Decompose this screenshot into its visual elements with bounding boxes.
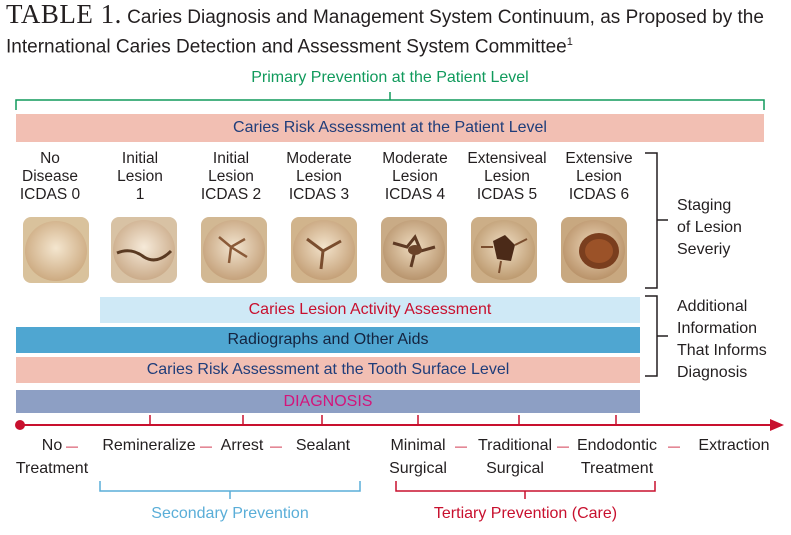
diagnosis-bar: DIAGNOSIS bbox=[16, 390, 640, 413]
continuum-ticks bbox=[149, 415, 617, 425]
tooth-image-icdas-1 bbox=[111, 217, 177, 283]
radiographs-label: Radiographs and Other Aids bbox=[227, 331, 429, 348]
tooth-image-icdas-0 bbox=[23, 217, 89, 283]
continuum-remineralize: Remineralize bbox=[102, 437, 196, 454]
tertiary-prevention-label: Tertiary Prevention (Care) bbox=[433, 505, 618, 522]
primary-bracket bbox=[15, 99, 765, 110]
diagnosis-label: DIAGNOSIS bbox=[283, 392, 373, 410]
staging-label: Staging of Lesion Severiy bbox=[677, 197, 742, 258]
continuum-arrow-icon: — bbox=[270, 439, 282, 453]
tooth-image-icdas-4 bbox=[381, 217, 447, 283]
radiographs-bar: Radiographs and Other Aids bbox=[16, 327, 640, 353]
patient-risk-label: Caries Risk Assessment at the Patient Le… bbox=[233, 119, 547, 136]
continuum-arrow-icon: — bbox=[668, 439, 680, 453]
additional-info-label: Additional Information That Informs Diag… bbox=[677, 298, 767, 381]
tooth-image-icdas-2 bbox=[201, 217, 267, 283]
continuum-start-dot bbox=[15, 420, 25, 430]
tooth-image-icdas-6 bbox=[561, 217, 627, 283]
patient-risk-bar: Caries Risk Assessment at the Patient Le… bbox=[16, 114, 764, 142]
table-number: TABLE 1. bbox=[6, 0, 122, 29]
footnote-marker: 1 bbox=[566, 36, 573, 48]
continuum-arrest: Arrest bbox=[220, 437, 264, 454]
activity-assessment-bar: Caries Lesion Activity Assessment bbox=[100, 297, 640, 323]
continuum-extraction: Extraction bbox=[698, 437, 770, 454]
tooth-image-icdas-3 bbox=[291, 217, 357, 283]
staging-bracket bbox=[645, 152, 658, 289]
additional-bracket bbox=[645, 295, 658, 377]
continuum-sealant: Sealant bbox=[295, 437, 351, 454]
primary-prevention-label: Primary Prevention at the Patient Level bbox=[251, 69, 529, 86]
continuum-arrow-icon: — bbox=[66, 439, 78, 453]
secondary-bracket bbox=[99, 481, 361, 492]
table-title: TABLE 1. Caries Diagnosis and Management… bbox=[6, 0, 791, 59]
surface-risk-label: Caries Risk Assessment at the Tooth Surf… bbox=[146, 361, 510, 378]
continuum-arrowhead bbox=[770, 419, 784, 431]
table-caption: Caries Diagnosis and Management System C… bbox=[6, 7, 764, 58]
tertiary-bracket bbox=[395, 481, 656, 492]
continuum-arrow-icon: — bbox=[455, 439, 467, 453]
tooth-image-icdas-5 bbox=[471, 217, 537, 283]
secondary-prevention-label: Secondary Prevention bbox=[151, 505, 309, 522]
surface-risk-bar: Caries Risk Assessment at the Tooth Surf… bbox=[16, 357, 640, 383]
activity-assessment-label: Caries Lesion Activity Assessment bbox=[248, 301, 492, 318]
continuum-arrow-icon: — bbox=[557, 439, 569, 453]
continuum-arrow-icon: — bbox=[200, 439, 212, 453]
